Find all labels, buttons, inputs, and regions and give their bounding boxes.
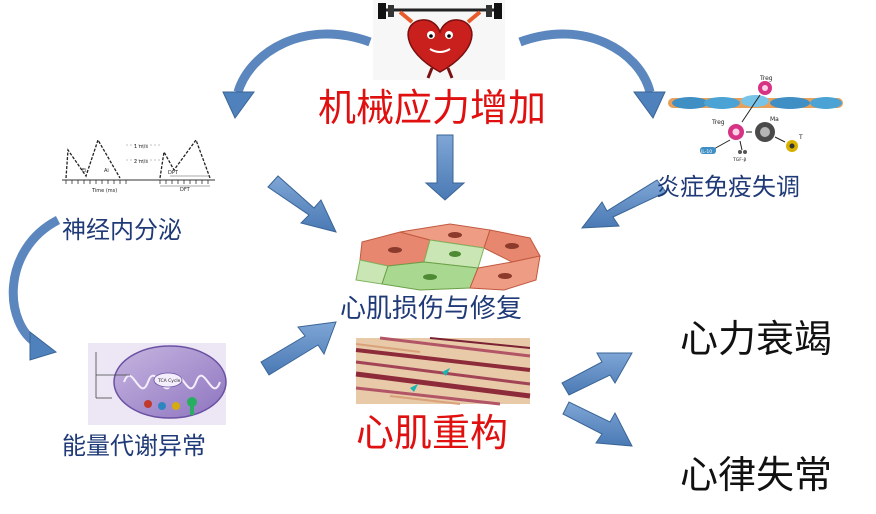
ecg-dpt: DPT bbox=[168, 170, 179, 176]
energy-metabolism-label: 能量代谢异常 bbox=[62, 432, 206, 460]
treg-top-label: Treg bbox=[759, 75, 773, 82]
remodeling-label: 心肌重构 bbox=[356, 411, 509, 455]
il10-label: IL-10 bbox=[701, 149, 712, 155]
curve-stress-to-inflammation-head bbox=[633, 91, 666, 119]
inflammation-label: 炎症免疫失调 bbox=[656, 173, 800, 201]
histology bbox=[355, 336, 531, 406]
ecg-dft: DFT bbox=[180, 187, 191, 193]
curved-arrows bbox=[8, 29, 666, 361]
ecg-time: Time (ms) bbox=[91, 188, 117, 194]
curve-neuro-to-metabolism bbox=[8, 216, 61, 348]
arrow-metabolism-to-injury bbox=[260, 321, 337, 376]
arrow-neuro-to-injury bbox=[267, 175, 337, 233]
arrow-stress-to-injury bbox=[424, 134, 466, 201]
curve-stress-to-neuro-head bbox=[222, 91, 255, 119]
arrow-remodeling-to-arrhythmia bbox=[562, 401, 633, 447]
curve-stress-to-neuro bbox=[233, 29, 372, 94]
t-label: T bbox=[798, 134, 803, 141]
immune-cells bbox=[668, 81, 843, 154]
mechanical-stress-label: 机械应力增加 bbox=[318, 86, 547, 130]
arrows bbox=[260, 134, 667, 447]
myocytes bbox=[355, 223, 541, 291]
mito-tca-label: TCA Cycle bbox=[157, 378, 181, 384]
curve-stress-to-inflammation bbox=[518, 29, 655, 94]
ecg-speed-2: 2 m/s bbox=[134, 159, 148, 165]
neuroendocrine-label: 神经内分泌 bbox=[62, 216, 182, 244]
heart-failure-label: 心力衰竭 bbox=[680, 317, 833, 361]
arrow-inflammation-to-injury bbox=[580, 179, 667, 229]
injury-repair-label: 心肌损伤与修复 bbox=[340, 294, 523, 324]
mitochondria bbox=[88, 343, 227, 425]
ecg-speed-1: 1 m/s bbox=[134, 144, 148, 150]
treg-label: Treg bbox=[711, 119, 725, 126]
tgf-label: TGF-β bbox=[732, 157, 746, 163]
ma-label: Ma bbox=[770, 116, 779, 123]
curve-neuro-to-metabolism-head bbox=[29, 330, 58, 361]
arrhythmia-label: 心律失常 bbox=[680, 453, 833, 497]
arrow-remodeling-to-failure bbox=[561, 352, 633, 396]
ecg-ai: Ai bbox=[104, 168, 109, 174]
ecg-plot bbox=[62, 138, 215, 187]
ecg-ei: Ei bbox=[82, 168, 87, 174]
heart-icon bbox=[373, 0, 505, 80]
